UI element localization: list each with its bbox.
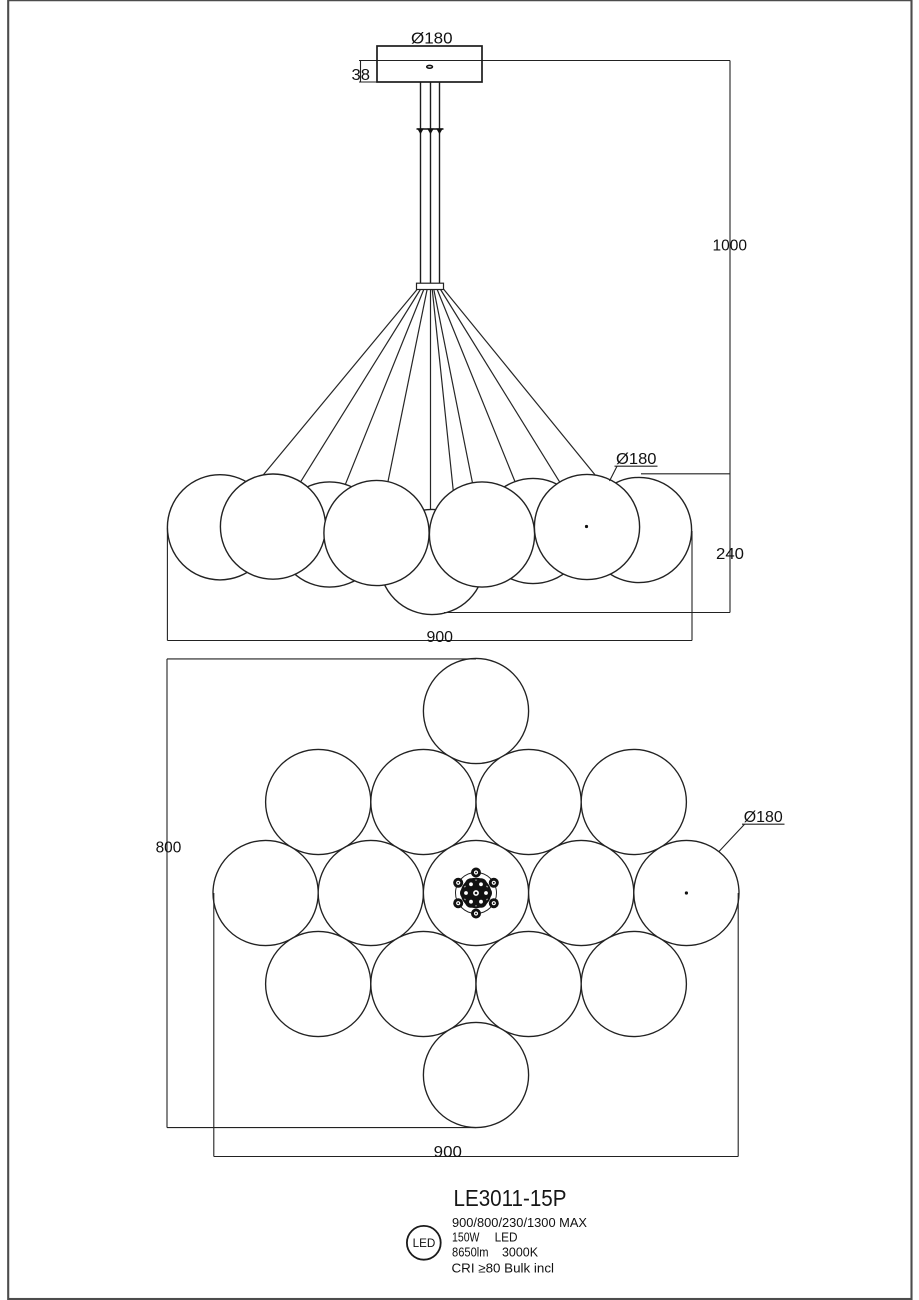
svg-text:900: 900 bbox=[427, 629, 454, 646]
svg-text:Ø180: Ø180 bbox=[411, 31, 453, 48]
svg-text:800: 800 bbox=[156, 839, 182, 856]
svg-text:Ø180: Ø180 bbox=[744, 809, 783, 826]
svg-text:CRI ≥80 Bulk incl: CRI ≥80 Bulk incl bbox=[452, 1260, 555, 1275]
svg-text:LE3011-15P: LE3011-15P bbox=[454, 1185, 567, 1211]
svg-text:900: 900 bbox=[434, 1144, 462, 1161]
svg-text:Ø180: Ø180 bbox=[616, 451, 657, 468]
svg-text:240: 240 bbox=[716, 546, 744, 563]
svg-text:900/800/230/1300 MAX: 900/800/230/1300 MAX bbox=[452, 1215, 587, 1230]
svg-text:1000: 1000 bbox=[713, 238, 748, 255]
svg-text:LED: LED bbox=[495, 1229, 518, 1244]
svg-text:3000K: 3000K bbox=[502, 1244, 538, 1259]
svg-text:8650lm: 8650lm bbox=[452, 1244, 489, 1259]
svg-text:150W: 150W bbox=[452, 1229, 480, 1244]
svg-text:LED: LED bbox=[413, 1236, 436, 1250]
svg-text:38: 38 bbox=[352, 67, 371, 84]
